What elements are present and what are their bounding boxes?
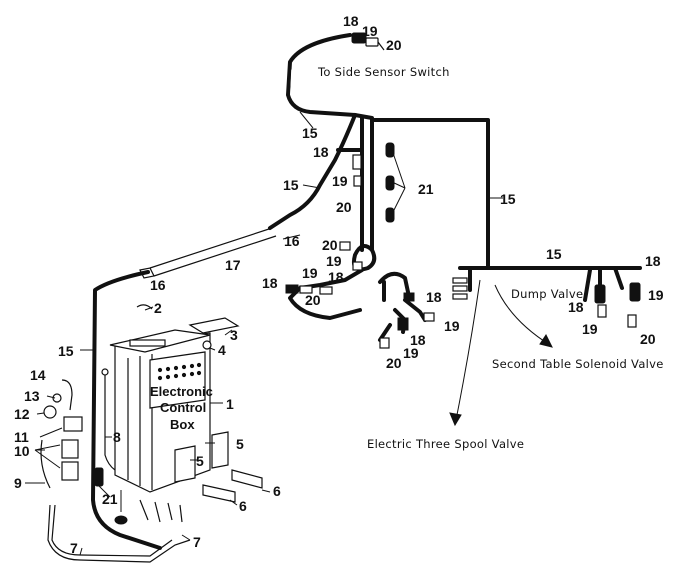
callout-20: 20: [322, 237, 338, 253]
caption-electric-three-spool-valve: Electric Three Spool Valve: [367, 437, 524, 451]
callout-21: 21: [418, 181, 434, 197]
callout-21: 21: [102, 491, 118, 507]
callout-19: 19: [302, 265, 318, 281]
callout-18: 18: [568, 299, 584, 315]
center-connectors: [285, 241, 435, 349]
caption-second-table-solenoid-valve: Second Table Solenoid Valve: [492, 357, 664, 371]
caption-side-sensor-switch: To Side Sensor Switch: [317, 65, 450, 79]
callout-5: 5: [196, 453, 204, 469]
callout-18: 18: [426, 289, 442, 305]
trunk-connector: [352, 154, 362, 187]
callout-8: 8: [113, 429, 121, 445]
control-box-label-line2: Control: [160, 400, 206, 415]
control-box-label-line1: Electronic: [150, 384, 213, 399]
callout-16: 16: [284, 233, 300, 249]
callout-leaders: [25, 111, 503, 556]
callout-11: 11: [14, 429, 29, 445]
callout-19: 19: [582, 321, 598, 337]
callout-19: 19: [326, 253, 342, 269]
control-box-label-line3: Box: [170, 417, 195, 432]
callout-18: 18: [328, 269, 344, 285]
callout-19: 19: [332, 173, 348, 189]
callout-5: 5: [236, 436, 244, 452]
side-sensor-connector: [351, 32, 385, 51]
callout-19: 19: [362, 23, 378, 39]
callout-14: 14: [30, 367, 46, 383]
callout-18: 18: [262, 275, 278, 291]
callout-6: 6: [239, 498, 247, 514]
callout-6: 6: [273, 483, 281, 499]
captions: To Side Sensor Switch Dump Valve Second …: [317, 65, 664, 451]
callout-18: 18: [645, 253, 661, 269]
callout-1: 1: [226, 396, 234, 412]
callout-3: 3: [230, 327, 238, 343]
caption-dump-valve: Dump Valve: [511, 287, 583, 301]
callout-17: 17: [225, 257, 241, 273]
callout-20: 20: [640, 331, 656, 347]
callout-15: 15: [500, 191, 516, 207]
callout-16: 16: [150, 277, 166, 293]
callout-20: 20: [386, 37, 402, 53]
small-parts: [40, 368, 183, 525]
callout-7: 7: [70, 540, 78, 556]
callout-4: 4: [218, 342, 226, 358]
pointer-arrows: [449, 279, 553, 427]
callout-12: 12: [14, 406, 30, 422]
control-box-terminal-dots: [157, 362, 202, 381]
callout-15: 15: [58, 343, 74, 359]
callout-20: 20: [305, 292, 321, 308]
callout-18: 18: [313, 144, 329, 160]
brackets: [136, 304, 263, 503]
callout-15: 15: [546, 246, 562, 262]
dump-valve-connectors: [452, 277, 641, 328]
cable-clips: [385, 142, 395, 223]
callout-15: 15: [283, 177, 299, 193]
callout-7: 7: [193, 534, 201, 550]
callout-18: 18: [343, 13, 359, 29]
callout-2: 2: [154, 300, 162, 316]
callout-19: 19: [648, 287, 664, 303]
callout-20: 20: [386, 355, 402, 371]
callout-19: 19: [444, 318, 460, 334]
callout-numbers: 18 19 20 15 18 15 19 20 21 15 16 20 19 1…: [14, 13, 664, 556]
callout-10: 10: [14, 443, 30, 459]
callout-9: 9: [14, 475, 22, 491]
callout-19: 19: [403, 345, 419, 361]
callout-18: 18: [410, 332, 426, 348]
callout-15: 15: [302, 125, 318, 141]
callout-20: 20: [336, 199, 352, 215]
callout-13: 13: [24, 388, 40, 404]
